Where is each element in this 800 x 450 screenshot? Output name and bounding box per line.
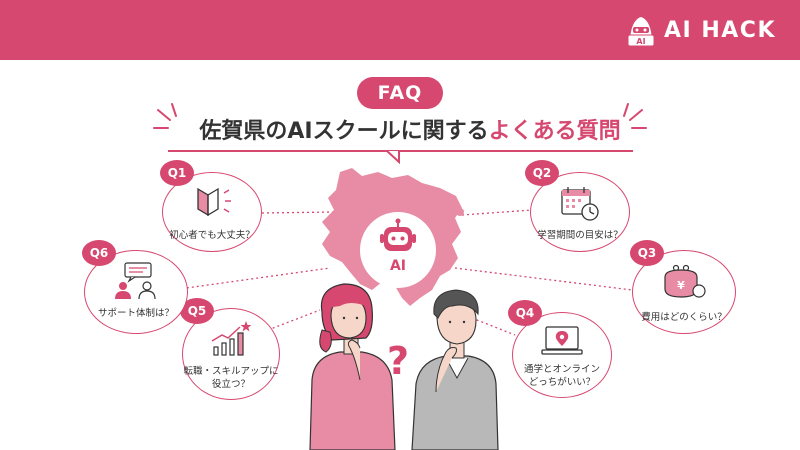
faq-item-q3: ¥ 費用はどのくらい？ bbox=[632, 250, 736, 334]
question-mark: ? bbox=[387, 339, 409, 383]
hacker-mascot-icon: AI bbox=[627, 17, 655, 47]
logo: AI AI HACK bbox=[626, 13, 776, 47]
q4-text-line2: どっちがいい？ bbox=[528, 377, 596, 388]
sparkle-left-icon bbox=[153, 103, 177, 129]
man-thinking-figure bbox=[411, 289, 499, 450]
map-label: AI bbox=[389, 258, 407, 274]
faq-badge: FAQ bbox=[357, 77, 443, 109]
q1-label: Q1 bbox=[160, 160, 194, 186]
ai-robot-badge: AI bbox=[360, 212, 436, 288]
title-accent: よくある質問 bbox=[488, 119, 621, 144]
beginner-mark-icon bbox=[197, 187, 231, 217]
header-bar: AI AI HACK bbox=[0, 0, 800, 60]
speech-tail bbox=[386, 150, 400, 164]
title-underline bbox=[168, 150, 633, 152]
q2-label: Q2 bbox=[525, 160, 559, 186]
q6-label: Q6 bbox=[82, 240, 116, 266]
title-main: 佐賀県のAIスクールに関する bbox=[199, 119, 489, 144]
coin-purse-icon: ¥ bbox=[664, 264, 706, 298]
q6-text: サポート体制は？ bbox=[97, 308, 174, 319]
q4-label: Q4 bbox=[508, 300, 542, 326]
growth-chart-icon bbox=[211, 321, 252, 356]
q3-label: Q3 bbox=[630, 240, 664, 266]
support-chat-icon bbox=[115, 262, 156, 300]
q5-text-line1: 転職・スキルアップに bbox=[183, 366, 279, 377]
q4-text-line1: 通学とオンライン bbox=[523, 364, 600, 375]
q5-text-line2: 役立つ？ bbox=[211, 379, 250, 390]
yen-symbol: ¥ bbox=[677, 279, 685, 292]
page-title: 佐賀県のAIスクールに関するよくある質問 bbox=[190, 113, 630, 145]
q3-text: 費用はどのくらい？ bbox=[641, 312, 727, 323]
woman-thinking-figure bbox=[309, 283, 396, 450]
logo-text: AI HACK bbox=[663, 17, 776, 43]
q1-text: 初心者でも大丈夫？ bbox=[169, 230, 255, 241]
sparkle-right-icon bbox=[623, 103, 647, 129]
faq-item-q2: 学習期間の目安は？ bbox=[530, 172, 630, 252]
calendar-clock-icon bbox=[561, 187, 599, 221]
q2-text: 学習期間の目安は？ bbox=[537, 230, 623, 241]
faq-item-q4: 通学とオンライン どっちがいい？ bbox=[512, 312, 612, 398]
robot-icon bbox=[380, 218, 416, 251]
laptop-location-icon bbox=[541, 326, 583, 355]
logo-icon-text: AI bbox=[636, 37, 645, 46]
